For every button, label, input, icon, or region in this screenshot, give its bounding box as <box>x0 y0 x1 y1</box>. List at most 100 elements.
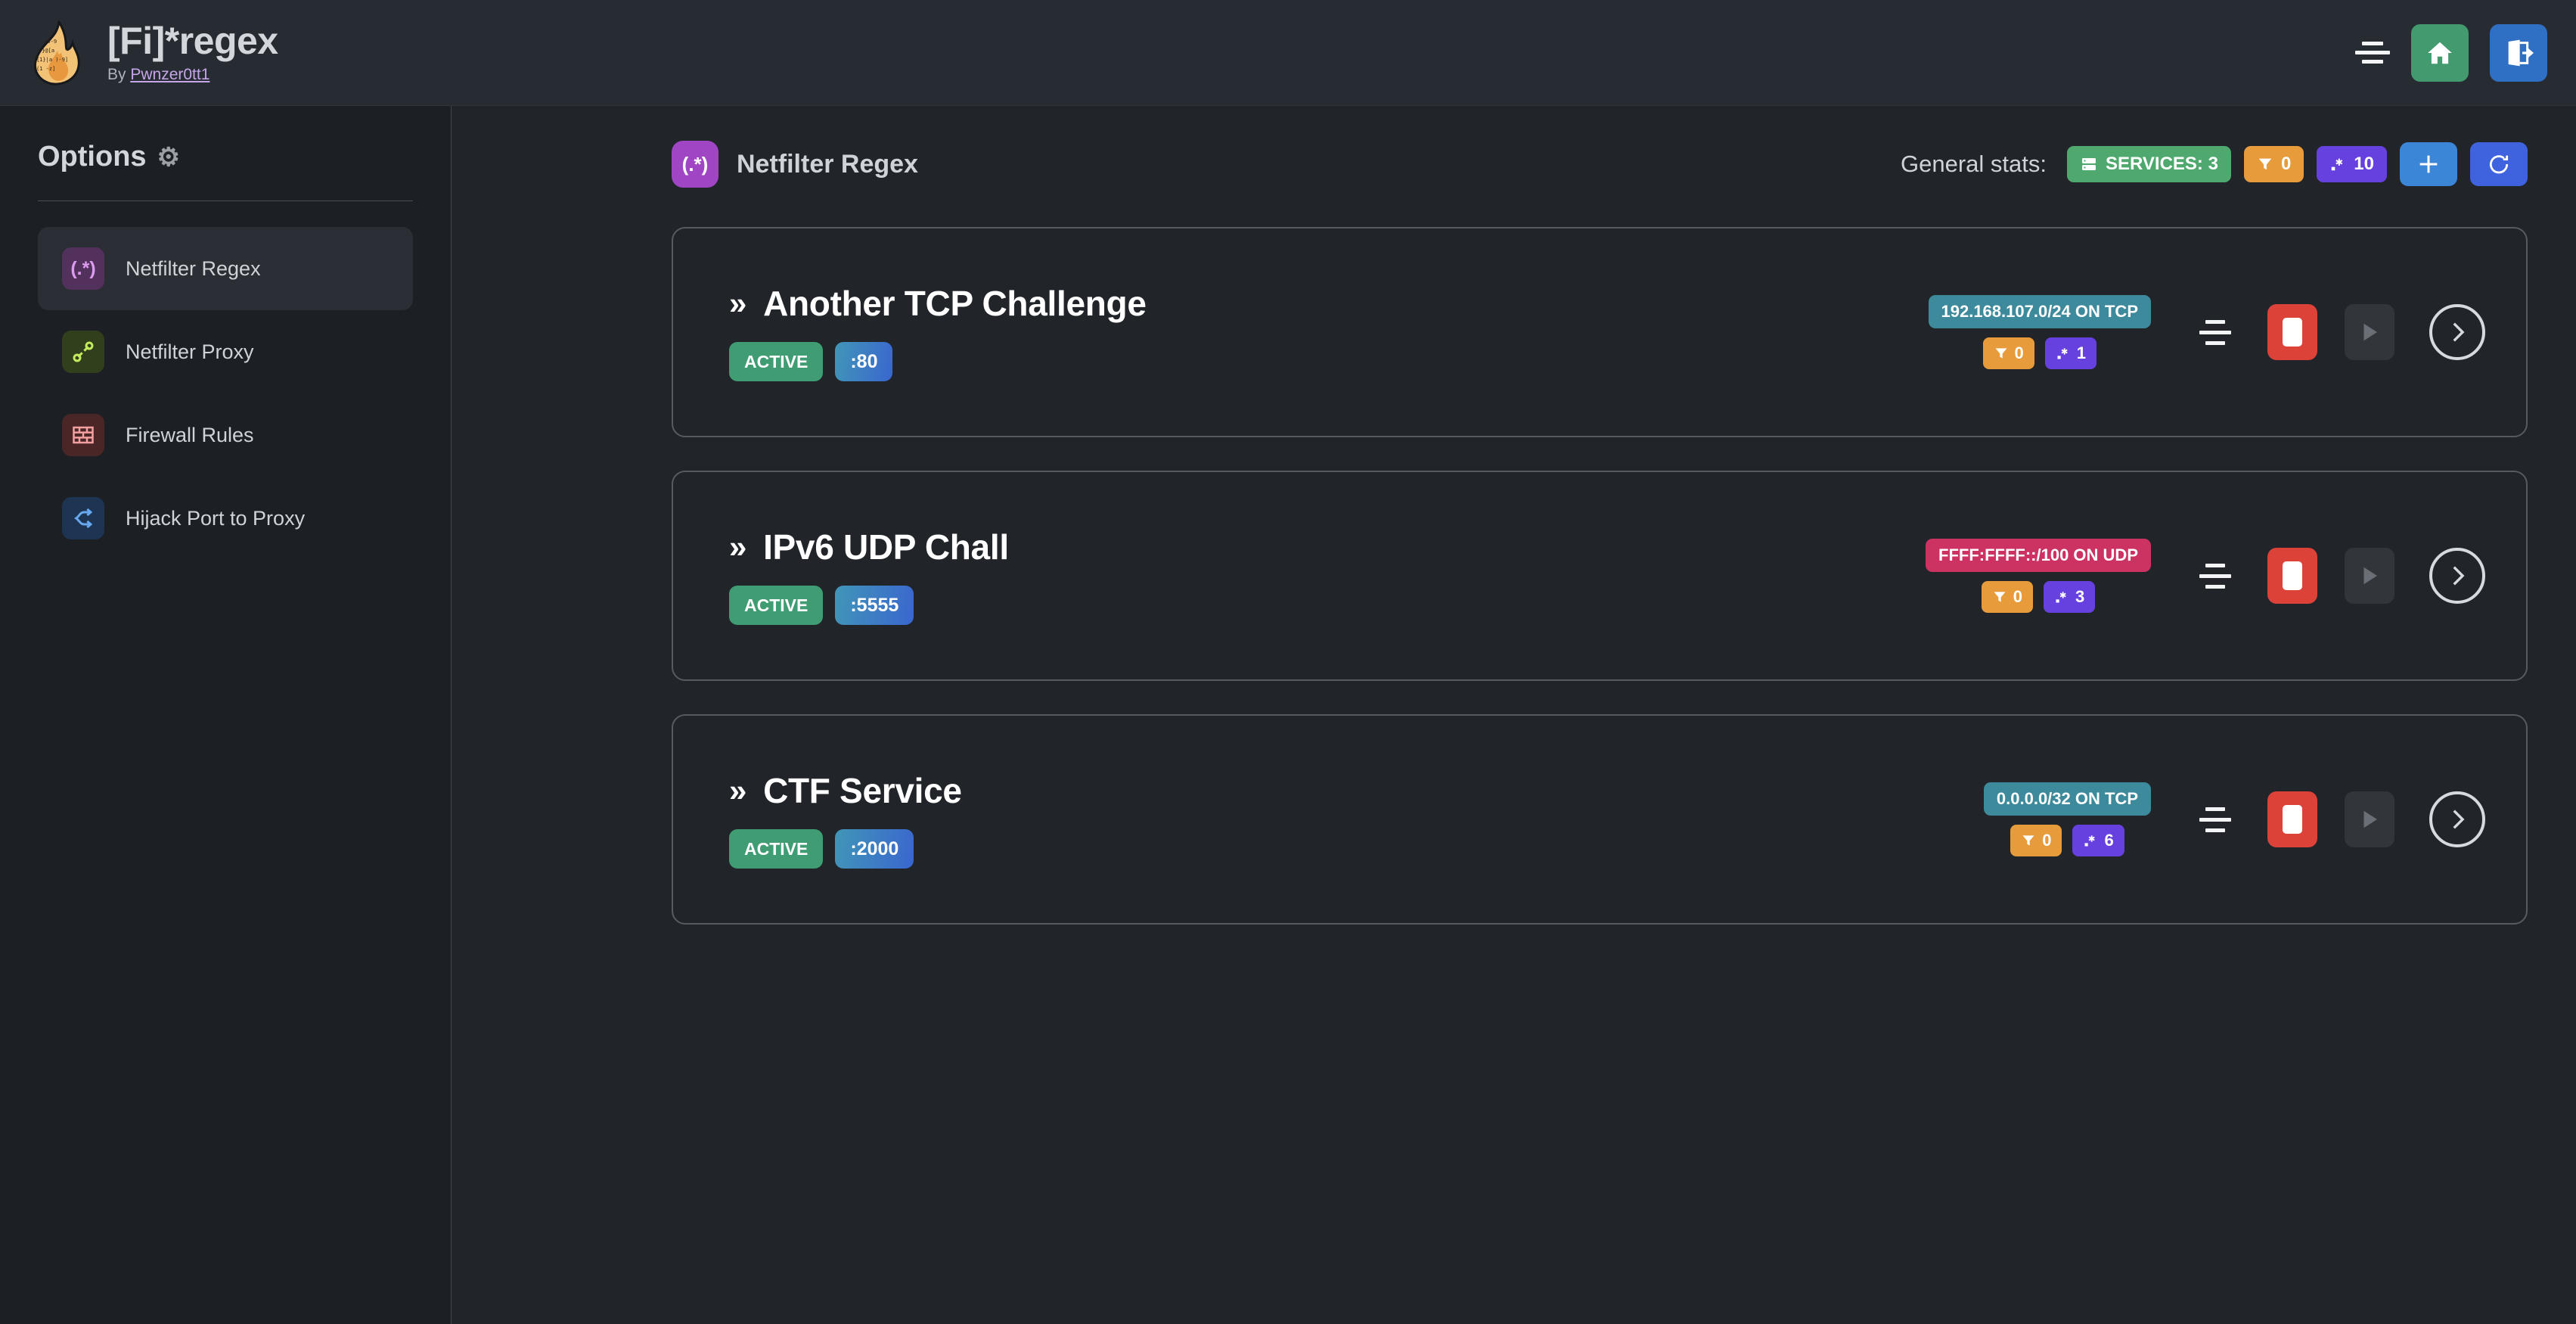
service-name: Another TCP Challenge <box>763 284 1147 323</box>
service-filters-count: 0 <box>2013 587 2022 606</box>
server-icon <box>2081 158 2096 170</box>
stop-button[interactable] <box>2267 304 2317 360</box>
service-filters-badge[interactable]: 0 <box>1982 337 2034 369</box>
sidebar-item-netfilter-proxy[interactable]: Netfilter Proxy <box>38 310 413 393</box>
network-badge: 192.168.107.0/24 ON TCP <box>1928 295 2151 328</box>
sidebar-item-label: Hijack Port to Proxy <box>126 506 306 530</box>
open-service-button[interactable] <box>2429 548 2485 604</box>
svg-text:{1}|a )-9]: {1}|a )-9] <box>36 57 68 63</box>
stat-filters-badge[interactable]: 0 <box>2243 146 2304 182</box>
fork-arrow-icon <box>62 497 104 539</box>
drag-handle-icon[interactable] <box>2195 799 2236 840</box>
menu-toggle-icon[interactable] <box>2355 38 2390 68</box>
sidebar-item-firewall-rules[interactable]: Firewall Rules <box>38 393 413 477</box>
chevron-double-right-icon: » <box>729 529 747 564</box>
service-regexes-badge[interactable]: 6 <box>2072 825 2124 856</box>
service-filters-count: 0 <box>2042 831 2052 850</box>
app-title: [Fi]*regex <box>107 20 278 63</box>
regex-icon: (.*) <box>62 247 104 290</box>
stat-services-label: SERVICES: 3 <box>2105 154 2218 174</box>
service-regexes-count: 6 <box>2104 831 2114 850</box>
service-card[interactable]: » CTF Service ACTIVE :2000 0.0.0.0/32 ON… <box>672 714 2528 925</box>
service-regexes-count: 3 <box>2075 587 2085 606</box>
svg-text:(1 -z]: (1 -z] <box>36 66 55 72</box>
status-badge: ACTIVE <box>729 829 824 869</box>
stat-services-badge[interactable]: SERVICES: 3 <box>2066 146 2231 182</box>
by-label: By <box>107 65 131 83</box>
svg-text:0}@[a: 0}@[a <box>39 48 54 54</box>
drag-handle-icon[interactable] <box>2195 312 2236 353</box>
sidebar: Options ⚙ (.*) Netfilter Regex Netfilter… <box>0 106 452 1324</box>
stop-icon <box>2283 561 2302 590</box>
sidebar-item-label: Netfilter Proxy <box>126 340 254 363</box>
stop-button[interactable] <box>2267 791 2317 847</box>
gear-icon: ⚙ <box>157 142 181 172</box>
play-icon <box>2363 810 2377 828</box>
refresh-button[interactable] <box>2470 142 2528 186</box>
service-filters-badge[interactable]: 0 <box>2010 825 2062 856</box>
stat-regexes-badge[interactable]: 10 <box>2317 146 2387 182</box>
service-name-row: » CTF Service <box>729 770 962 811</box>
regex-icon <box>2057 348 2068 359</box>
general-stats-label: General stats: <box>1901 151 2047 177</box>
sidebar-item-netfilter-regex[interactable]: (.*) Netfilter Regex <box>38 227 413 310</box>
chevron-double-right-icon: » <box>729 285 747 321</box>
service-card[interactable]: » Another TCP Challenge ACTIVE :80 192.1… <box>672 227 2528 437</box>
status-badge: ACTIVE <box>729 586 824 625</box>
port-badge: :2000 <box>835 829 914 869</box>
brand: -z0-9 0}@[a {1}|a )-9] (1 -z] [Fi]*regex… <box>0 18 278 85</box>
sidebar-item-hijack-port-to-proxy[interactable]: Hijack Port to Proxy <box>38 477 413 560</box>
brick-wall-icon <box>62 414 104 456</box>
main-content: (.*) Netfilter Regex General stats: SERV… <box>452 106 2576 1324</box>
open-service-button[interactable] <box>2429 304 2485 360</box>
sidebar-title: Options ⚙ <box>38 106 413 173</box>
service-name: IPv6 UDP Chall <box>763 527 1009 567</box>
play-button[interactable] <box>2345 791 2394 847</box>
filter-icon <box>1994 592 2006 602</box>
app-author: By Pwnzer0tt1 <box>107 66 278 84</box>
page-title: Netfilter Regex <box>737 149 918 179</box>
stop-button[interactable] <box>2267 548 2317 604</box>
service-regexes-badge[interactable]: 3 <box>2044 581 2096 613</box>
service-regexes-count: 1 <box>2076 343 2086 362</box>
logout-button[interactable] <box>2490 23 2547 82</box>
regex-icon <box>2332 158 2343 171</box>
service-name-row: » IPv6 UDP Chall <box>729 527 1009 567</box>
chevron-double-right-icon: » <box>729 772 747 808</box>
port-badge: :5555 <box>835 586 914 625</box>
home-button[interactable] <box>2411 23 2469 82</box>
service-filters-count: 0 <box>2014 343 2024 362</box>
service-filters-badge[interactable]: 0 <box>1981 581 2033 613</box>
stop-icon <box>2283 805 2302 834</box>
sidebar-divider <box>38 200 413 201</box>
open-service-button[interactable] <box>2429 791 2485 847</box>
home-icon <box>2428 42 2452 64</box>
stop-icon <box>2283 318 2302 347</box>
author-link[interactable]: Pwnzer0tt1 <box>130 65 210 83</box>
regex-icon <box>2056 592 2066 603</box>
service-name: CTF Service <box>763 771 962 810</box>
play-icon <box>2363 323 2377 341</box>
network-badge: 0.0.0.0/32 ON TCP <box>1983 782 2151 816</box>
stat-filters-count: 0 <box>2280 154 2292 174</box>
drag-handle-icon[interactable] <box>2195 555 2236 596</box>
service-regexes-badge[interactable]: 1 <box>2044 337 2096 369</box>
chevron-right-icon <box>2453 810 2465 829</box>
port-badge: :80 <box>835 342 893 381</box>
status-badge: ACTIVE <box>729 342 824 381</box>
sidebar-item-label: Firewall Rules <box>126 423 254 446</box>
logout-icon <box>2508 39 2534 66</box>
service-card[interactable]: » IPv6 UDP Chall ACTIVE :5555 FFFF:FFFF:… <box>672 471 2528 681</box>
filter-icon <box>2258 158 2272 170</box>
sidebar-title-label: Options <box>38 141 147 172</box>
regex-icon <box>2084 835 2096 847</box>
filter-icon <box>1995 348 2006 359</box>
app-header: -z0-9 0}@[a {1}|a )-9] (1 -z] [Fi]*regex… <box>0 0 2576 106</box>
add-service-button[interactable] <box>2400 142 2457 186</box>
play-button[interactable] <box>2345 548 2394 604</box>
filter-icon <box>2022 835 2034 846</box>
chevron-right-icon <box>2453 322 2465 342</box>
play-button[interactable] <box>2345 304 2394 360</box>
chevron-right-icon <box>2453 566 2465 586</box>
regex-icon: (.*) <box>672 141 718 188</box>
